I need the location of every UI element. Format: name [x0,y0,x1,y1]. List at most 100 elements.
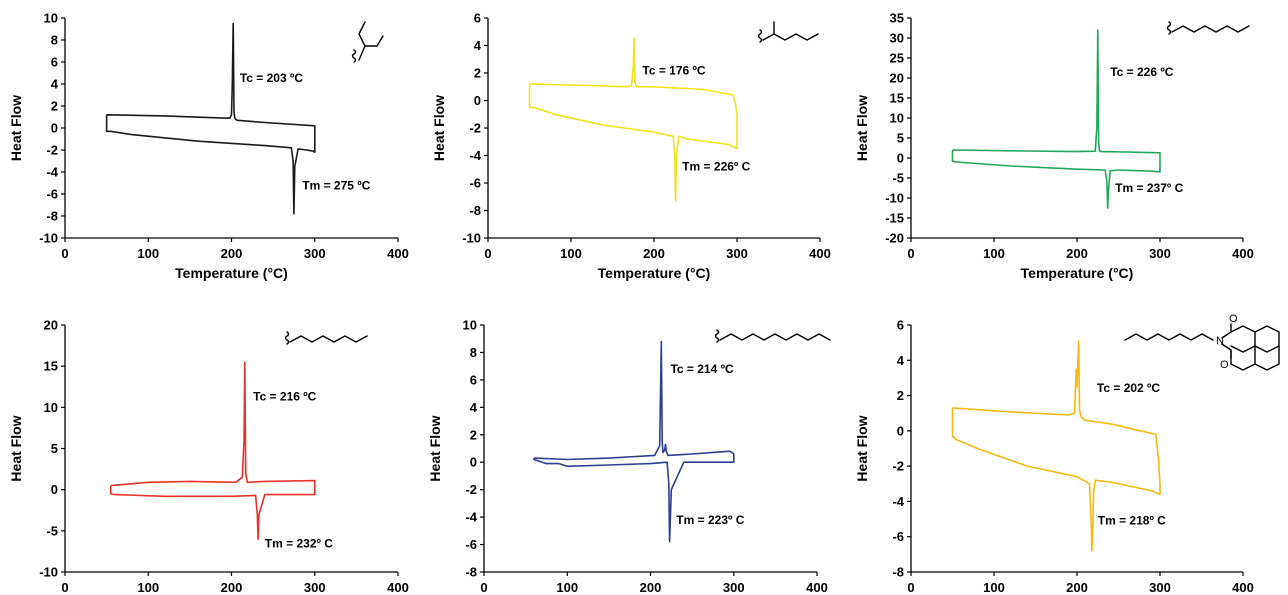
chart-5-structure-n-atom: N [1216,335,1224,347]
chart-3-structure-bond [289,335,368,343]
chart-5-x-tick-label: 100 [983,580,1005,595]
chart-2-x-axis-title: Temperature (°C) [1021,265,1134,281]
chart-0-tc-annotation: Tc = 203 ºC [240,71,304,85]
chart-0-y-tick-label: 0 [51,121,58,136]
chart-2-y-tick-label: -15 [885,211,904,226]
chart-3-x-tick-label: 100 [137,580,159,595]
chart-0-x-tick-label: 400 [387,246,409,261]
chart-0-y-tick-label: -10 [39,231,58,246]
chart-3-y-tick-label: 0 [51,482,58,497]
chart-3-x-tick-label: 400 [387,580,409,595]
chart-1-y-tick-label: -6 [469,176,481,191]
chart-2-x-tick-label: 300 [1149,246,1171,261]
chart-1-y-tick-label: 2 [474,66,481,81]
chart-2-y-tick-label: -10 [885,191,904,206]
chart-5-x-tick-label: 200 [1066,580,1088,595]
chart-0-y-tick-label: 6 [51,55,58,70]
chart-2-dsc-trace [951,29,1161,209]
chart-4-y-tick-label: 6 [470,372,477,387]
chart-5-x-tick-label: 300 [1149,580,1171,595]
chart-2-y-tick-label: 35 [890,11,904,26]
chart-3-structure [284,331,368,345]
chart-5-structure-o-atom-bottom: O [1220,359,1229,371]
chart-4-y-axis-title: Heat Flow [427,415,443,481]
chart-4-dsc-trace [533,340,735,543]
chart-1-y-axis-title: Heat Flow [431,95,447,161]
chart-2-y-tick-label: 0 [897,151,904,166]
chart-3-dsc-trace [110,361,316,540]
chart-2-structure-wavy-bond [1166,21,1172,35]
chart-4-x-tick-label: 100 [556,580,578,595]
chart-5-y-tick-label: 0 [897,423,904,438]
chart-0-structure [351,21,384,63]
chart-1-y-tick-label: 4 [474,38,482,53]
chart-2-y-tick-label: 20 [890,71,904,86]
chart-4-y-tick-label: 8 [470,345,477,360]
chart-3-y-tick-label: -10 [39,565,58,580]
chart-4-y-tick-label: -4 [465,510,477,525]
chart-1-y-tick-label: -4 [469,148,481,163]
chart-4-y-tick-label: 4 [470,400,478,415]
chart-0-x-tick-label: 100 [137,246,159,261]
chart-2-structure [1166,21,1250,35]
chart-1-structure [757,21,819,43]
chart-1-x-tick-label: 400 [809,246,831,261]
chart-0-x-axis-title: Temperature (°C) [175,265,288,281]
chart-4-y-tick-label: 10 [463,318,477,333]
chart-4-y-tick-label: 0 [470,455,477,470]
chart-2-x-tick-label: 400 [1232,246,1254,261]
chart-2-y-tick-label: 15 [890,91,904,106]
chart-0-dsc-trace [105,22,316,215]
chart-3-y-tick-label: -5 [46,523,58,538]
chart-2-y-tick-label: -20 [885,231,904,246]
chart-1-x-tick-label: 300 [726,246,748,261]
chart-5-structure-o-atom-top: O [1229,313,1238,325]
chart-5-dsc-trace [951,340,1161,552]
chart-1-x-axis-title: Temperature (°C) [598,265,711,281]
chart-5-structure-bond [1230,325,1256,353]
chart-4-structure [714,329,831,343]
chart-4-tm-annotation: Tm = 223º C [676,513,744,527]
chart-1-x-tick-label: 200 [643,246,665,261]
chart-3: -10-5051015200100200300400Temperature (°… [8,318,409,595]
chart-0-x-tick-label: 0 [61,246,68,261]
chart-1-y-tick-label: -2 [469,121,481,136]
chart-5-y-tick-label: -6 [892,529,904,544]
chart-3-tm-annotation: Tm = 232º C [265,536,333,550]
chart-1-dsc-trace [528,37,738,202]
chart-3-y-tick-label: 5 [51,441,58,456]
chart-0-tm-annotation: Tm = 275 ºC [302,179,370,193]
chart-3-x-tick-label: 300 [304,580,326,595]
chart-1-y-tick-label: 6 [474,11,481,26]
chart-5-y-tick-label: -8 [892,565,904,580]
chart-2-tc-annotation: Tc = 226 ºC [1110,65,1174,79]
chart-1-y-tick-label: 0 [474,93,481,108]
chart-2-structure-bond [1171,25,1250,33]
chart-4: -8-6-4-202468100100200300400Temperature … [427,318,831,595]
chart-4-structure-wavy-bond [714,329,720,343]
chart-0-structure-bond [358,21,366,61]
chart-0-y-tick-label: 8 [51,33,58,48]
chart-5-y-tick-label: 2 [897,388,904,403]
chart-0-y-tick-label: -2 [46,143,58,158]
chart-4-y-tick-label: -2 [465,482,477,497]
chart-3-tc-annotation: Tc = 216 ºC [253,390,317,404]
chart-5-tc-annotation: Tc = 202 ºC [1097,381,1161,395]
chart-1-x-tick-label: 100 [560,246,582,261]
chart-5-y-tick-label: -4 [892,494,904,509]
chart-1-structure-wavy-bond [757,29,763,43]
chart-0-y-tick-label: -8 [46,209,58,224]
chart-4-structure-bond [719,333,831,341]
chart-3-x-tick-label: 200 [221,580,243,595]
chart-5-tm-annotation: Tm = 218º C [1098,513,1166,527]
chart-0-x-tick-label: 200 [221,246,243,261]
chart-2-tm-annotation: Tm = 237º C [1115,181,1183,195]
chart-2-y-tick-label: 10 [890,111,904,126]
chart-0-structure-wavy-bond [351,49,357,63]
chart-5-y-tick-label: 4 [897,353,905,368]
chart-5-y-tick-label: 6 [897,318,904,333]
